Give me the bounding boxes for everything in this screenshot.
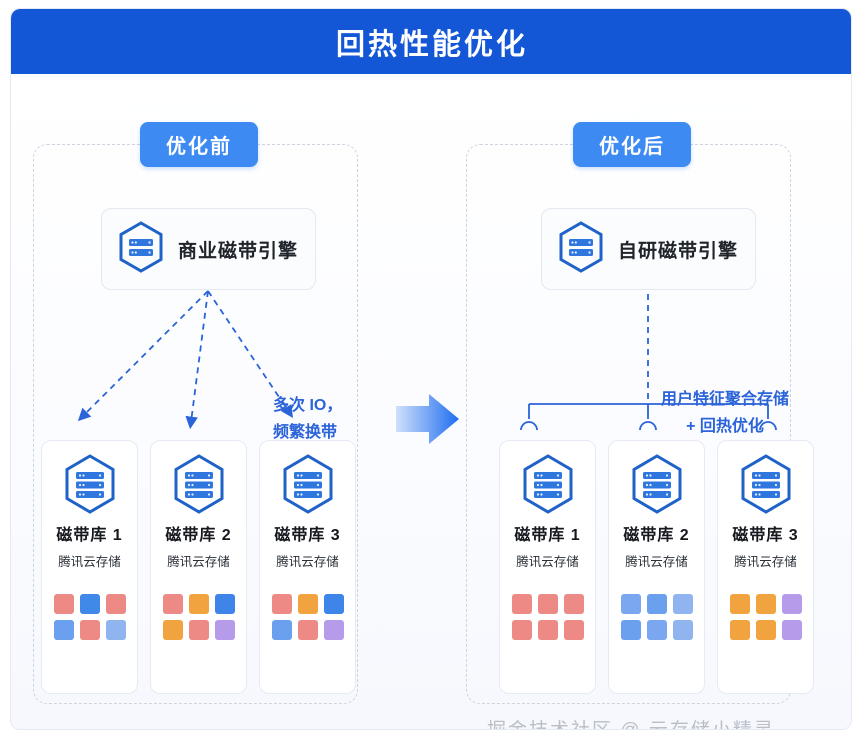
data-tile-1 (511, 594, 532, 614)
badge-before: 优化前 (140, 122, 258, 167)
right-arrow-icon (396, 394, 459, 444)
library-card-subtitle: 腾讯云存储 (625, 555, 688, 569)
data-tile-6 (214, 620, 235, 640)
data-tile-5 (755, 620, 776, 640)
data-tile-4 (620, 620, 641, 640)
library-card-name: 磁带库 1 (514, 527, 581, 544)
library-card-before-2[interactable]: 磁带库 2 腾讯云存储 (150, 440, 247, 694)
data-tile-6 (781, 620, 802, 640)
library-card-after-2[interactable]: 磁带库 2 腾讯云存储 (608, 440, 705, 694)
data-tile-2 (646, 594, 667, 614)
library-card-subtitle: 腾讯云存储 (734, 555, 797, 569)
data-tile-1 (620, 594, 641, 614)
data-tile-5 (537, 620, 558, 640)
hexagon-server-icon (116, 220, 166, 279)
data-tile-2 (188, 594, 209, 614)
data-tile-1 (162, 594, 183, 614)
library-card-after-1[interactable]: 磁带库 1 腾讯云存储 (499, 440, 596, 694)
library-card-name: 磁带库 1 (56, 527, 123, 544)
data-tile-6 (323, 620, 344, 640)
annotation-after: 用户特征聚合存储 + 回热优化 (661, 386, 789, 440)
data-tile-1 (729, 594, 750, 614)
badge-after: 优化后 (573, 122, 691, 167)
library-card-subtitle: 腾讯云存储 (516, 555, 579, 569)
title-bar: 回热性能优化 (11, 9, 851, 74)
annotation-after-line1: 用户特征聚合存储 (661, 391, 790, 408)
data-tile-5 (188, 620, 209, 640)
engine-card-after[interactable]: 自研磁带引擎 (541, 208, 756, 290)
data-tile-grid (511, 594, 584, 640)
data-tile-4 (53, 620, 74, 640)
data-tile-4 (729, 620, 750, 640)
hexagon-server-icon (632, 454, 681, 514)
data-tile-3 (323, 594, 344, 614)
library-card-subtitle: 腾讯云存储 (58, 555, 121, 569)
library-card-name: 磁带库 2 (165, 527, 232, 544)
data-tile-2 (755, 594, 776, 614)
data-tile-5 (297, 620, 318, 640)
data-tile-3 (781, 594, 802, 614)
data-tile-grid (620, 594, 693, 640)
data-tile-2 (537, 594, 558, 614)
data-tile-3 (214, 594, 235, 614)
library-card-name: 磁带库 2 (623, 527, 690, 544)
data-tile-3 (672, 594, 693, 614)
engine-card-before[interactable]: 商业磁带引擎 (101, 208, 316, 290)
diagram-frame: 回热性能优化 优化前 优化后 商业磁带引擎 (10, 8, 852, 730)
library-card-subtitle: 腾讯云存储 (276, 555, 339, 569)
data-tile-2 (297, 594, 318, 614)
hexagon-server-icon (523, 454, 572, 514)
library-card-before-1[interactable]: 磁带库 1 腾讯云存储 (41, 440, 138, 694)
data-tile-2 (79, 594, 100, 614)
data-tile-6 (105, 620, 126, 640)
annotation-after-line2: + 回热优化 (686, 418, 764, 436)
hexagon-server-icon (556, 220, 606, 279)
annotation-before: 多次 IO， 频繁换带 (273, 392, 342, 446)
data-tile-grid (162, 594, 235, 640)
data-tile-3 (563, 594, 584, 614)
data-tile-grid (53, 594, 126, 640)
engine-label-after: 自研磁带引擎 (618, 240, 739, 262)
hexagon-server-icon (174, 454, 223, 514)
library-card-after-3[interactable]: 磁带库 3 腾讯云存储 (717, 440, 814, 694)
annotation-before-line2: 频繁换带 (273, 424, 338, 442)
data-tile-6 (563, 620, 584, 640)
data-tile-grid (729, 594, 802, 640)
diagram-stage: 优化前 优化后 商业磁带引擎 (11, 74, 851, 729)
data-tile-6 (672, 620, 693, 640)
data-tile-5 (79, 620, 100, 640)
watermark: 掘金技术社区 @ 云存储小精灵 (487, 715, 775, 729)
hexagon-server-icon (741, 454, 790, 514)
data-tile-4 (511, 620, 532, 640)
library-card-name: 磁带库 3 (274, 527, 341, 544)
engine-label-before: 商业磁带引擎 (178, 240, 299, 262)
data-tile-1 (53, 594, 74, 614)
library-card-subtitle: 腾讯云存储 (167, 555, 230, 569)
library-card-name: 磁带库 3 (732, 527, 799, 544)
data-tile-4 (271, 620, 292, 640)
data-tile-5 (646, 620, 667, 640)
annotation-before-line1: 多次 IO， (273, 397, 343, 414)
data-tile-grid (271, 594, 344, 640)
hexagon-server-icon (283, 454, 332, 514)
data-tile-3 (105, 594, 126, 614)
data-tile-1 (271, 594, 292, 614)
hexagon-server-icon (65, 454, 114, 514)
library-card-before-3[interactable]: 磁带库 3 腾讯云存储 (259, 440, 356, 694)
page-title: 回热性能优化 (335, 28, 528, 61)
data-tile-4 (162, 620, 183, 640)
